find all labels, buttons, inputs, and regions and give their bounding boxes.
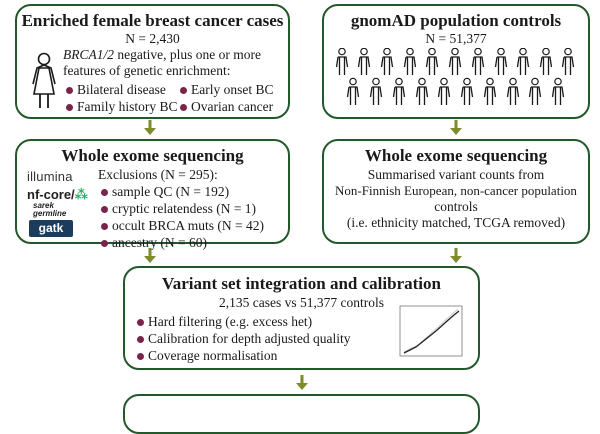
wes-controls-line: controls [434,199,478,214]
bullet-icon [66,103,73,111]
cases-description: BRCA1/2 negative, plus one or more featu… [63,47,261,79]
exclusion-item: occult BRCA muts (N = 42) [101,218,264,235]
exclusions-title: Exclusions (N = 295): [98,167,218,182]
person-icon [392,77,406,105]
person-icon [403,48,417,75]
step-item: Calibration for depth adjusted quality [137,331,350,348]
gatk-logo: gatk [29,220,73,237]
calibration-plot-icon [399,305,463,357]
bullet-icon [180,103,187,111]
bullet-icon [101,239,108,247]
bullet-icon [101,222,108,230]
exclusion-item: sample QC (N = 192) [101,184,229,201]
person-icon [494,48,508,75]
arrow-down-icon [144,248,156,263]
step-item: Coverage normalisation [137,348,277,365]
bullet-icon [101,205,108,213]
feature-item: Early onset BC [180,82,274,99]
wes-cases-title: Whole exome sequencing [61,146,244,165]
person-icon [471,48,485,75]
integration-box: Variant set integration and calibration … [123,266,480,370]
desc-line2: features of genetic enrichment: [63,63,231,78]
person-icon [335,48,349,75]
nf-core-logo: nf-core/⁂ [27,187,88,202]
brca-label: BRCA1/2 [63,47,114,62]
wes-cases-box: Whole exome sequencing illumina nf-core/… [15,139,290,250]
bullet-icon [101,188,108,196]
person-icon [357,48,371,75]
person-icon [483,77,497,105]
sarek-logo: sarek germline [33,201,67,218]
person-icon [448,48,462,75]
bullet-icon [137,335,144,343]
exclusion-item: ancestry (N = 60) [101,235,207,252]
feature-item: Ovarian cancer [180,99,273,116]
step-item: Hard filtering (e.g. excess het) [137,314,312,331]
illumina-logo: illumina [27,169,73,184]
person-icon [506,77,520,105]
arrow-down-icon [450,120,462,135]
controls-box: gnomAD population controls N = 51,377 [322,4,590,119]
arrow-down-icon [144,120,156,135]
person-icon [425,48,439,75]
person-icon [369,77,383,105]
controls-title: gnomAD population controls [350,11,562,30]
feature-item: Family history BC [66,99,178,116]
wes-controls-line: (i.e. ethnicity matched, TCGA removed) [346,215,566,230]
bullet-icon [180,86,187,94]
person-icon [539,48,553,75]
woman-icon [32,52,56,108]
person-icon [551,77,565,105]
wes-controls-line: Summarised variant counts from [367,167,545,182]
person-icon [460,77,474,105]
wes-controls-title: Whole exome sequencing [364,146,548,165]
bullet-icon [137,318,144,326]
person-icon [561,48,575,75]
person-icon [437,77,451,105]
person-icon [346,77,360,105]
cases-title: Enriched female breast cancer cases [21,11,284,30]
person-icon [415,77,429,105]
next-step-box [123,394,480,434]
desc-rest: negative, plus one or more [114,47,261,62]
arrow-down-icon [450,248,462,263]
controls-n: N = 51,377 [425,31,487,46]
nf-core-mark-icon: ⁂ [74,187,88,202]
person-icon [516,48,530,75]
crowd-icon [335,48,575,105]
exclusion-item: cryptic relatendess (N = 1) [101,201,256,218]
wes-controls-line: Non-Finnish European, non-cancer populat… [335,183,577,198]
wes-controls-box: Whole exome sequencing Summarised varian… [322,139,590,244]
integration-sub: 2,135 cases vs 51,377 controls [219,295,384,310]
arrow-down-icon [296,375,308,390]
bullet-icon [66,86,73,94]
cases-n: N = 2,430 [125,31,180,46]
bullet-icon [137,352,144,360]
person-icon [380,48,394,75]
feature-item: Bilateral disease [66,82,166,99]
cases-box: Enriched female breast cancer cases N = … [15,4,290,119]
person-icon [528,77,542,105]
integration-title: Variant set integration and calibration [162,274,441,293]
